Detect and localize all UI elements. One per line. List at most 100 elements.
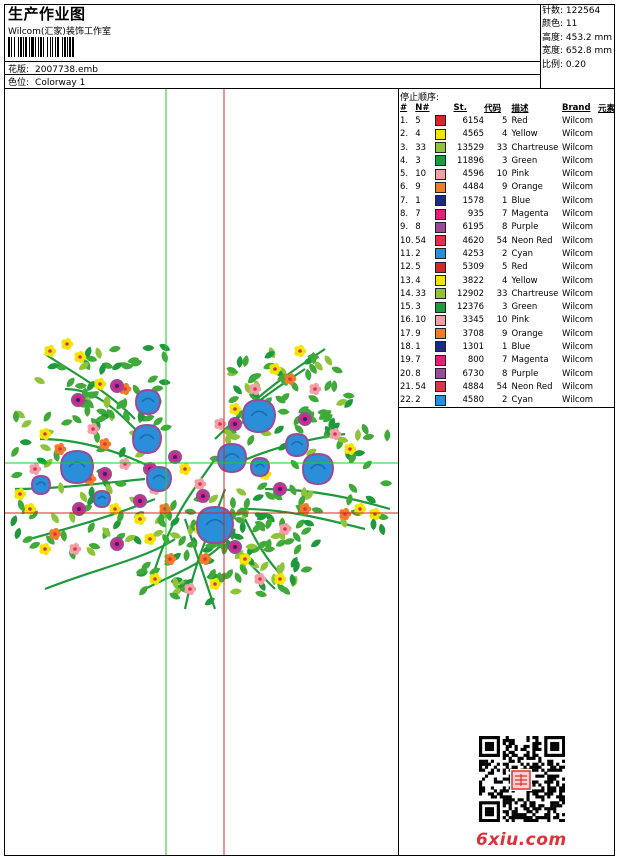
leaf <box>114 480 127 487</box>
design-file: 2007738.emb <box>35 65 99 75</box>
small-flower-petal <box>273 362 279 369</box>
row-element <box>598 141 620 154</box>
qr-cell <box>479 759 483 763</box>
qr-cell <box>541 804 545 808</box>
qr-cell <box>562 813 565 817</box>
leaf <box>86 547 96 556</box>
color-swatch <box>434 142 446 154</box>
qr-finder-cell <box>487 753 492 757</box>
qr-cell <box>520 756 524 760</box>
qr-finder-cell <box>479 804 483 808</box>
leaf <box>384 429 391 442</box>
qr-finder-cell <box>496 744 500 749</box>
small-flower-petal <box>58 442 64 449</box>
row-index: 17. <box>400 328 414 339</box>
row-swatch <box>431 128 454 141</box>
leaf <box>79 491 87 503</box>
row-index: 19. <box>400 355 414 366</box>
qr-cell <box>529 801 533 805</box>
company-name: Wilcom(汇家)装饰工作室 <box>8 27 111 37</box>
row-element <box>598 181 620 194</box>
small-flower-petal <box>18 487 24 494</box>
qr-cell <box>550 801 554 805</box>
row-code: 54 <box>496 235 508 246</box>
barcode-bar <box>43 37 44 57</box>
qr-cell <box>511 753 515 757</box>
col-index: # <box>400 102 408 113</box>
qr-cell <box>547 819 551 822</box>
qr-finder-cell <box>562 736 565 740</box>
qr-finder-cell <box>547 753 551 757</box>
row-code: 10 <box>496 169 508 180</box>
qr-cell <box>532 807 536 811</box>
leaf <box>161 351 168 363</box>
row-brand: Wilcom <box>561 315 594 326</box>
qr-cell <box>538 807 542 811</box>
qr-cell <box>544 813 548 817</box>
rose-petal-line <box>205 518 225 526</box>
qr-cell <box>550 807 554 811</box>
row-index: 7. <box>400 195 409 206</box>
qr-finder-cell <box>562 750 565 754</box>
barcode-bar <box>23 37 24 57</box>
row-index: 20. <box>400 368 414 379</box>
leaf <box>109 345 121 353</box>
leaf <box>208 568 216 580</box>
row-swatch <box>431 247 454 260</box>
row-code: 5 <box>502 262 508 273</box>
leaf <box>57 482 65 494</box>
row-stitches: 4580 <box>462 395 485 406</box>
rose <box>195 505 235 545</box>
leaf <box>139 586 148 596</box>
qr-cell <box>502 756 506 760</box>
row-element <box>598 194 620 207</box>
row-code: 1 <box>502 341 508 352</box>
color-swatch <box>434 288 446 300</box>
qr-cell <box>508 738 512 743</box>
color-swatch <box>434 261 446 273</box>
color-swatch <box>434 381 446 393</box>
row-description: Cyan <box>511 248 534 259</box>
barcode-bar <box>18 37 19 57</box>
row-needle: 33 <box>415 142 427 153</box>
qr-cell <box>511 765 515 769</box>
qr-cell <box>547 777 551 781</box>
qr-cell <box>511 813 515 817</box>
qr-finder-cell <box>490 807 495 811</box>
qr-finder-cell <box>481 736 486 740</box>
small-flower-center <box>183 467 187 471</box>
row-needle: 9 <box>415 182 421 193</box>
qr-cell <box>535 744 539 749</box>
small-flower-petal <box>343 507 349 514</box>
qr-finder-cell <box>550 736 554 740</box>
qr-cell <box>550 786 554 790</box>
barcode-bar <box>31 37 34 57</box>
colorway-label: 色位: <box>8 78 30 88</box>
bud-center <box>115 384 119 388</box>
small-flower-petal <box>283 522 289 529</box>
small-flower-petal <box>53 527 59 534</box>
small-flower-center <box>253 387 257 391</box>
stop-sequence-label: 停止顺序: <box>400 93 440 103</box>
qr-cell <box>481 762 486 766</box>
qr-cell <box>559 786 563 790</box>
leaf <box>169 592 181 600</box>
col-swatch <box>431 101 454 114</box>
qr-cell <box>556 783 560 787</box>
qr-finder-cell <box>479 747 483 752</box>
qr-finder-cell <box>479 750 483 754</box>
row-swatch <box>431 380 454 393</box>
qr-cell <box>553 786 557 790</box>
row-swatch <box>431 287 454 300</box>
table-bottom-divider <box>398 407 614 408</box>
qr-cell <box>514 747 518 752</box>
qr-cell <box>505 753 509 757</box>
qr-finder-cell <box>479 816 483 820</box>
qr-cell <box>532 819 536 822</box>
qr-cell <box>559 768 563 772</box>
leaf <box>95 347 102 359</box>
qr-finder-cell <box>550 744 554 749</box>
